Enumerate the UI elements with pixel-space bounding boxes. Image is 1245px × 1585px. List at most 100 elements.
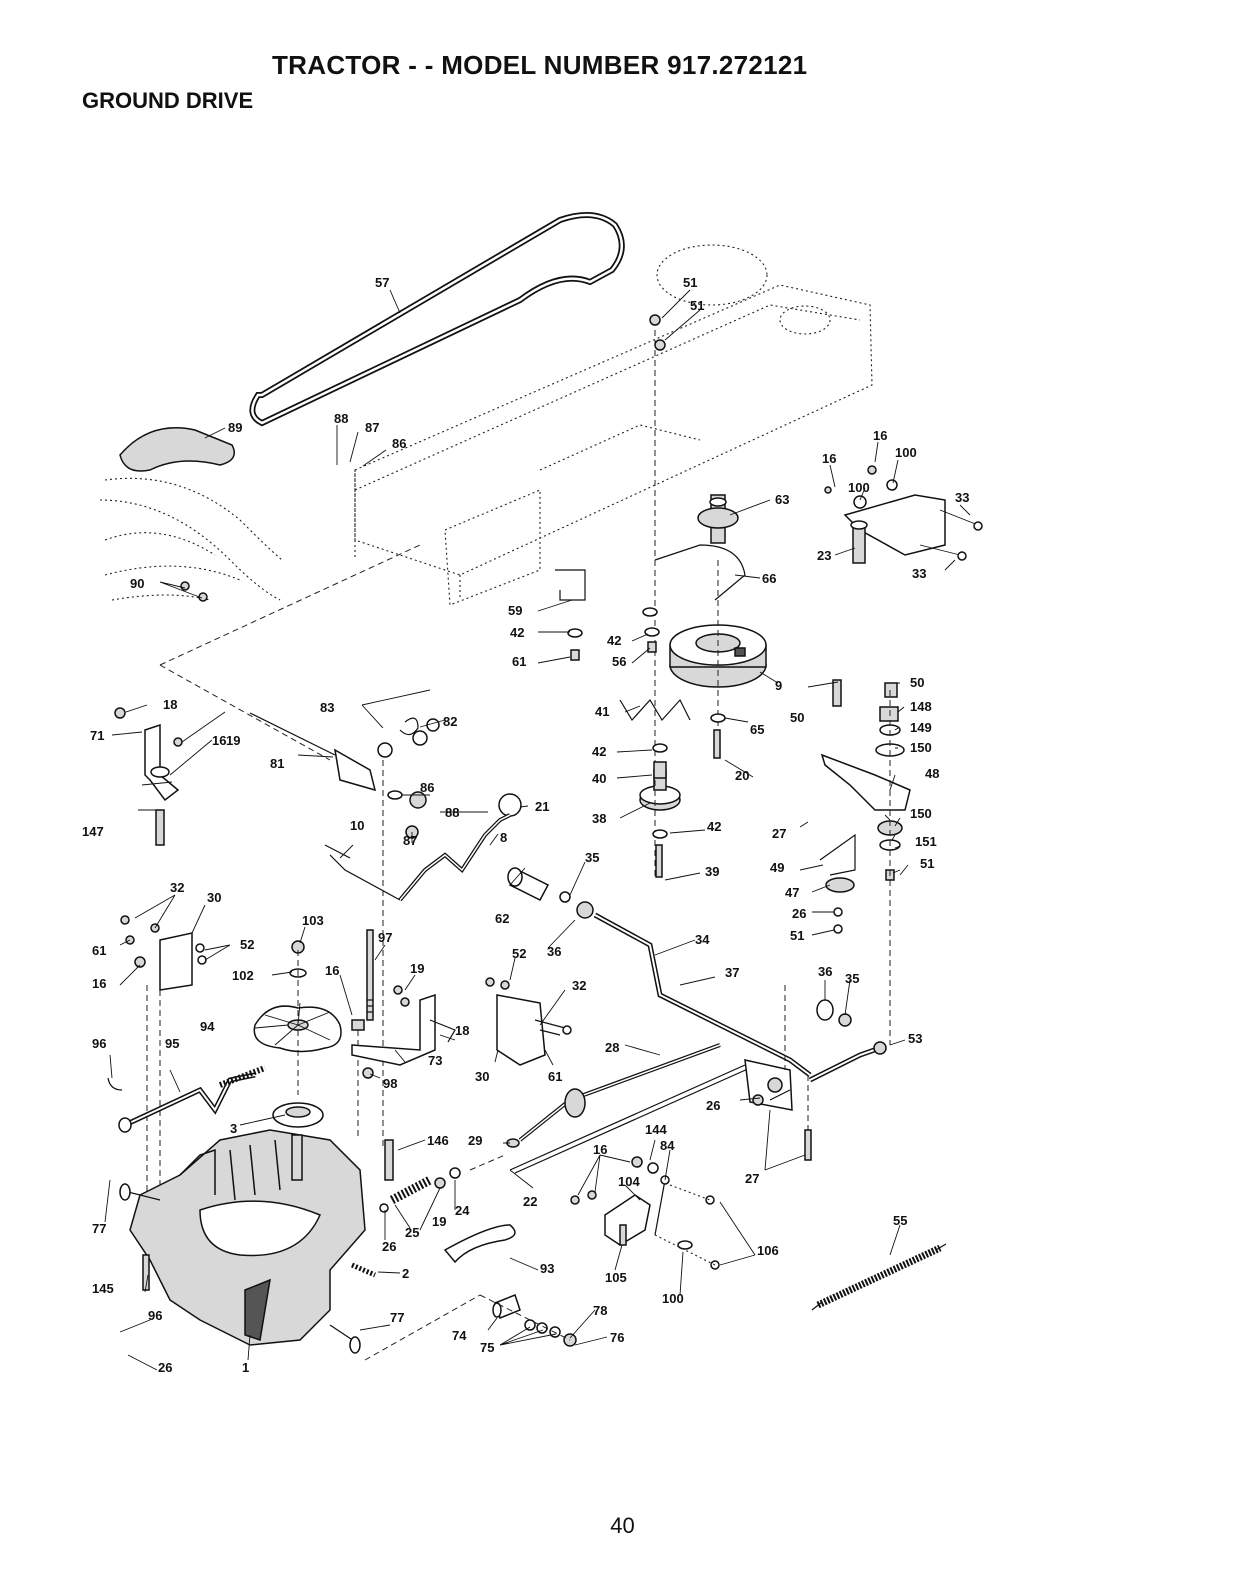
callout: 62 <box>495 911 509 926</box>
hose-93 <box>443 1224 516 1264</box>
callout: 78 <box>593 1303 607 1318</box>
callout: 55 <box>893 1213 907 1228</box>
callout: 94 <box>200 1019 215 1034</box>
belt-guide-66 <box>654 544 746 601</box>
callout: 1 <box>242 1360 249 1375</box>
callout: 16 <box>593 1142 607 1157</box>
bracket-73 <box>351 985 456 1079</box>
callout: 18 <box>455 1023 469 1038</box>
callout: 51 <box>920 856 934 871</box>
callout: 52 <box>512 946 526 961</box>
callout: 29 <box>468 1133 482 1148</box>
callout: 40 <box>592 771 606 786</box>
callout: 10 <box>350 818 364 833</box>
callout: 144 <box>645 1122 667 1137</box>
bracket-59 <box>555 569 586 601</box>
callout: 73 <box>428 1053 442 1068</box>
callout: 105 <box>605 1270 627 1285</box>
fender-outline <box>99 427 283 602</box>
callout: 81 <box>270 756 284 771</box>
tractor-frame <box>354 244 873 606</box>
callout: 61 <box>512 654 526 669</box>
callout: 42 <box>607 633 621 648</box>
callout: 33 <box>912 566 926 581</box>
guide-line <box>159 544 421 761</box>
callout: 28 <box>605 1040 619 1055</box>
callout: 34 <box>695 932 710 947</box>
callout: 23 <box>817 548 831 563</box>
callout: 50 <box>910 675 924 690</box>
callout: 30 <box>475 1069 489 1084</box>
guide-line <box>357 760 384 1150</box>
callout: 3 <box>230 1121 237 1136</box>
callout: 102 <box>232 968 254 983</box>
transaxle <box>119 1102 366 1354</box>
center-mount-plate <box>485 977 572 1066</box>
callout: 82 <box>443 714 457 729</box>
callout: 42 <box>592 744 606 759</box>
hardware-center <box>567 314 726 878</box>
callout: 50 <box>790 710 804 725</box>
callout: 95 <box>165 1036 179 1051</box>
callout: 71 <box>90 728 104 743</box>
guide-line <box>469 985 809 1171</box>
brake-rod-assembly <box>249 712 522 902</box>
callout: 106 <box>757 1243 779 1258</box>
callout: 24 <box>455 1203 470 1218</box>
bushing-36-35 <box>816 999 852 1027</box>
callout: 49 <box>770 860 784 875</box>
callout-labels: 57 51 51 89 88 87 86 16 100 16 100 33 63… <box>82 275 969 1375</box>
callout: 39 <box>705 864 719 879</box>
callout: 27 <box>745 1171 759 1186</box>
callout: 48 <box>925 766 939 781</box>
page-title: TRACTOR - - MODEL NUMBER 917.272121 <box>272 50 808 80</box>
callout: 16 <box>325 963 339 978</box>
callout: 37 <box>725 965 739 980</box>
belt-guide-41 <box>619 698 691 722</box>
leader-lines <box>104 289 971 1371</box>
callout: 147 <box>82 824 104 839</box>
callout: 100 <box>662 1291 684 1306</box>
callout: 74 <box>452 1328 467 1343</box>
callout: 16 <box>873 428 887 443</box>
callout: 84 <box>660 1138 675 1153</box>
rod-97 <box>351 929 374 1031</box>
callout: 145 <box>92 1281 114 1296</box>
callout: 47 <box>785 885 799 900</box>
callout: 86 <box>420 780 434 795</box>
callout: 150 <box>910 806 932 821</box>
callout: 88 <box>445 805 459 820</box>
callout: 36 <box>547 944 561 959</box>
callout: 52 <box>240 937 254 952</box>
callout: 146 <box>427 1133 449 1148</box>
callout: 26 <box>706 1098 720 1113</box>
callout: 19 <box>226 733 240 748</box>
callout: 86 <box>392 436 406 451</box>
clutch-bracket-right <box>819 679 911 934</box>
callout: 22 <box>523 1194 537 1209</box>
callout: 9 <box>775 678 782 693</box>
callout: 19 <box>410 961 424 976</box>
callout: 65 <box>750 722 764 737</box>
callout: 51 <box>683 275 697 290</box>
callout: 16 <box>822 451 836 466</box>
callout: 75 <box>480 1340 494 1355</box>
callout: 26 <box>792 906 806 921</box>
guide-line <box>364 1294 481 1361</box>
callout: 51 <box>690 298 704 313</box>
callout: 96 <box>148 1308 162 1323</box>
callout: 51 <box>790 928 804 943</box>
callout: 98 <box>383 1076 397 1091</box>
callout: 83 <box>320 700 334 715</box>
callout: 20 <box>735 768 749 783</box>
lift-linkage <box>570 1156 720 1270</box>
callout: 36 <box>818 964 832 979</box>
callout: 8 <box>500 830 507 845</box>
callout: 150 <box>910 740 932 755</box>
spindle-pulley <box>697 494 739 544</box>
callout: 57 <box>375 275 389 290</box>
idler-pulley-38 <box>639 769 681 811</box>
callout: 76 <box>610 1330 624 1345</box>
callout: 42 <box>707 819 721 834</box>
